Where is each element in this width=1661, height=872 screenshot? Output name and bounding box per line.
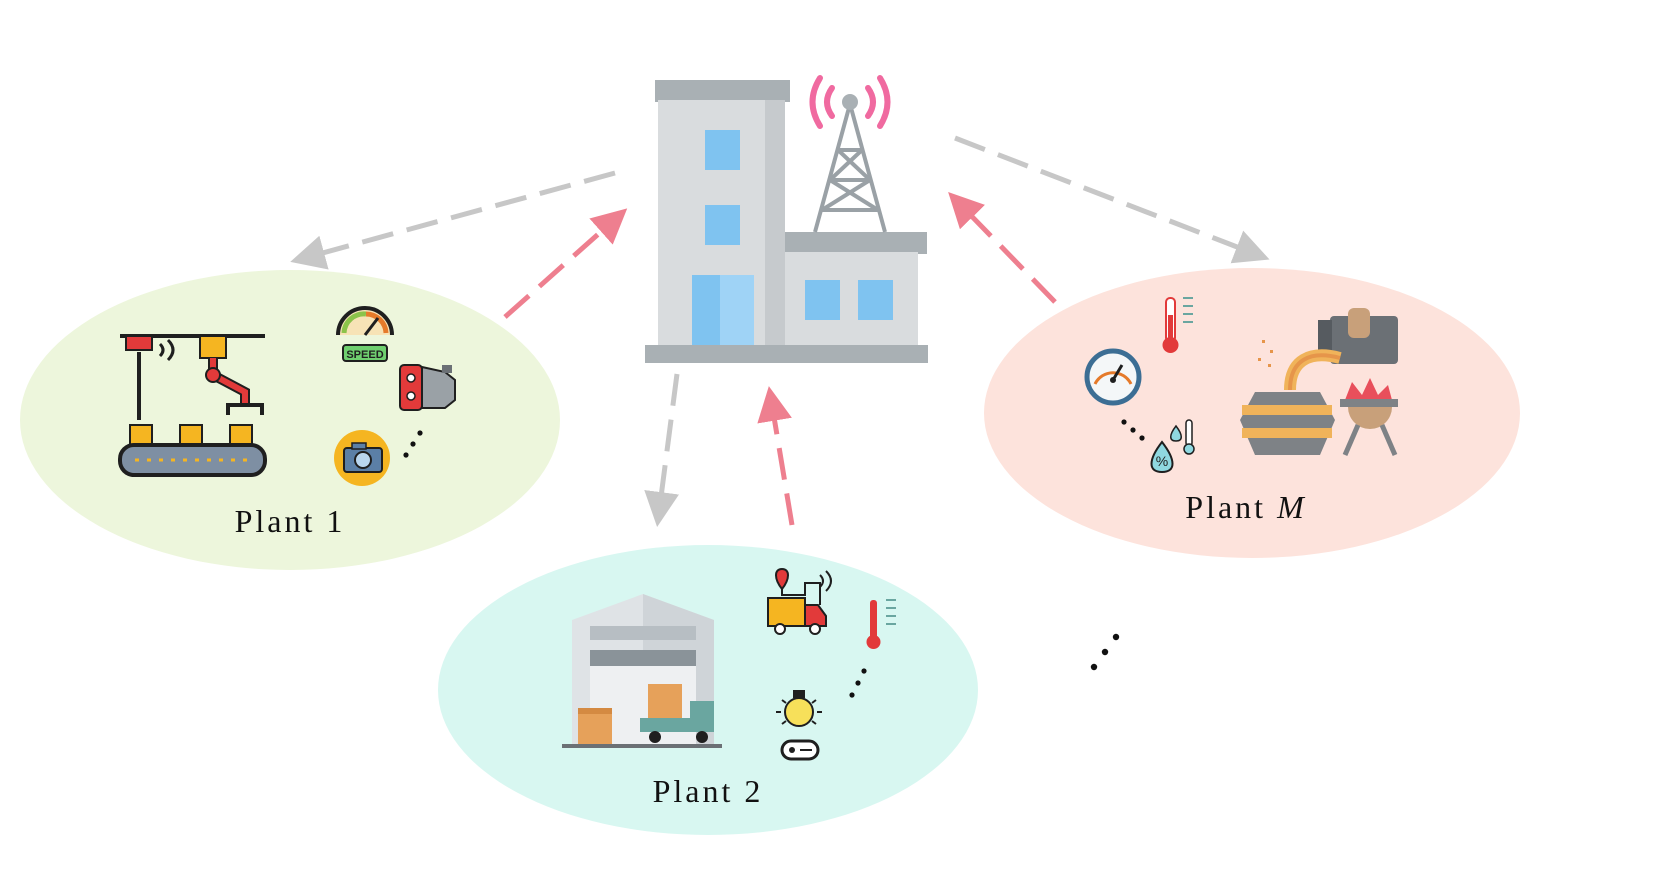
uplink-arrows	[503, 191, 1057, 526]
pressure-gauge-icon	[1084, 348, 1142, 406]
plant-1-region	[20, 270, 560, 570]
speed-label: SPEED	[346, 349, 383, 361]
downlink-arrow-plant-1	[290, 170, 616, 270]
humidity-icon: %	[1150, 419, 1195, 474]
robot-arm-conveyor-icon	[118, 334, 267, 477]
warehouse-icon	[562, 594, 722, 748]
plant-2-label: Plant 2	[653, 773, 764, 809]
thermometer-icon	[866, 599, 896, 649]
wireless-signal-icon	[809, 75, 891, 129]
downlink-arrows	[290, 135, 1270, 527]
antenna-tower-icon	[813, 94, 887, 233]
plant-m-label-prefix: Plant	[1185, 489, 1277, 525]
downlink-arrow-plant-m	[954, 135, 1270, 264]
smart-bulb-icon	[776, 690, 822, 761]
furnace-crucible-icon	[1240, 308, 1398, 456]
plant-1-label: Plant 1	[235, 503, 346, 539]
uplink-arrow-plant-m	[948, 191, 1057, 304]
plant-m-label: Plant M	[1185, 489, 1306, 525]
more-plants-ellipsis	[1090, 633, 1120, 671]
more-sensors-ellipsis	[1121, 419, 1145, 441]
gps-truck-icon	[767, 567, 832, 635]
motor-icon	[399, 364, 456, 411]
thermometer-icon	[1162, 297, 1193, 353]
more-sensors-ellipsis	[849, 668, 867, 698]
server-building-icon	[645, 80, 928, 363]
more-sensors-ellipsis	[403, 430, 423, 458]
speedometer-icon: SPEED	[336, 306, 394, 362]
plant-m-label-variable: M	[1276, 489, 1307, 525]
downlink-arrow-plant-2	[644, 373, 680, 527]
uplink-arrow-plant-2	[757, 386, 795, 526]
svg-text:%: %	[1156, 453, 1168, 469]
uplink-arrow-plant-1	[503, 208, 628, 319]
camera-icon	[334, 430, 390, 486]
